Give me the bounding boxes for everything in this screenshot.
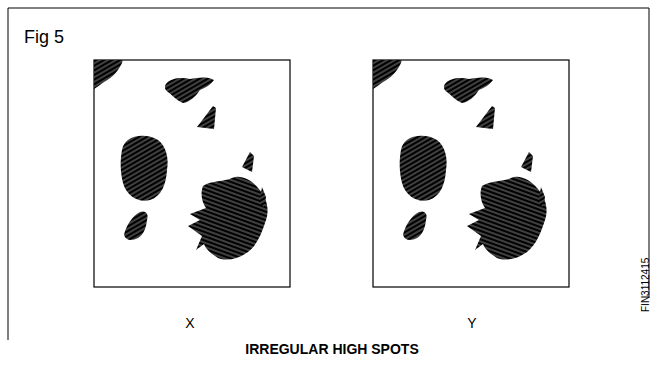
- figure-title: Fig 5: [24, 28, 64, 46]
- figure-code: FIN3112415: [641, 258, 651, 312]
- figure-caption: IRREGULAR HIGH SPOTS: [245, 342, 418, 356]
- panel-label: Y: [467, 316, 476, 330]
- panel-y: [373, 60, 569, 287]
- panel-x: [94, 60, 290, 287]
- figure-frame: [8, 8, 649, 340]
- panel-label: X: [185, 316, 194, 330]
